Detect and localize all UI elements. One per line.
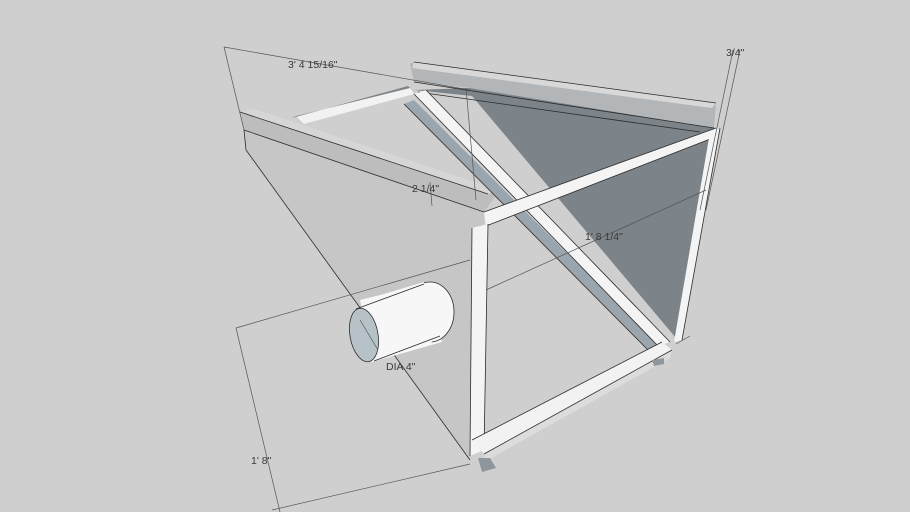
- top-right-crossbar: [484, 128, 718, 226]
- dim-frame-depth: 1' 8 1/4": [585, 231, 623, 243]
- edge: [239, 111, 489, 195]
- edge: [245, 149, 471, 461]
- front-top-flange: [240, 108, 500, 212]
- top-left-frame-rail-shadow: [292, 86, 410, 118]
- dim-overall-height: 1' 8": [251, 455, 272, 467]
- edge: [403, 103, 649, 351]
- edge: [413, 93, 659, 347]
- dim-pipe-diameter: DIA 4": [386, 361, 416, 373]
- top-left-frame-rail: [296, 88, 414, 124]
- inner-diagonal-channel: [404, 100, 660, 350]
- edge: [681, 127, 721, 341]
- back-top-flange: [410, 62, 716, 128]
- back-top-flange-lip: [412, 62, 716, 108]
- edge: [243, 129, 485, 213]
- round-duct-pipe: [349, 281, 455, 363]
- front-top-flange-lip: [240, 108, 500, 194]
- front-vertical-post: [470, 224, 488, 456]
- edge: [483, 127, 717, 213]
- bottom-front-tab: [478, 458, 496, 472]
- edge: [483, 349, 673, 455]
- dim-flange-thickness: 3/4": [726, 47, 745, 59]
- edge: [425, 89, 671, 343]
- edge: [417, 91, 701, 133]
- dim-flange-height: 2 1/4": [412, 183, 439, 195]
- bottom-crossbar-side: [484, 350, 672, 462]
- edge: [469, 227, 473, 457]
- back-side-panel: [414, 88, 714, 338]
- edge: [413, 81, 715, 129]
- right-vertical-post: [674, 128, 720, 342]
- edge: [471, 341, 663, 441]
- edge: [485, 135, 719, 227]
- diagonal-frame-bar: [414, 90, 670, 346]
- dimension-lines: [223, 46, 741, 512]
- front-sloped-face: [244, 130, 484, 460]
- bottom-back-tab: [652, 358, 664, 366]
- edge: [483, 223, 489, 451]
- dim-overall-width: 3' 4 15/16": [288, 59, 338, 71]
- bottom-crossbar: [472, 342, 672, 454]
- edge: [243, 129, 247, 151]
- edge: [413, 61, 717, 104]
